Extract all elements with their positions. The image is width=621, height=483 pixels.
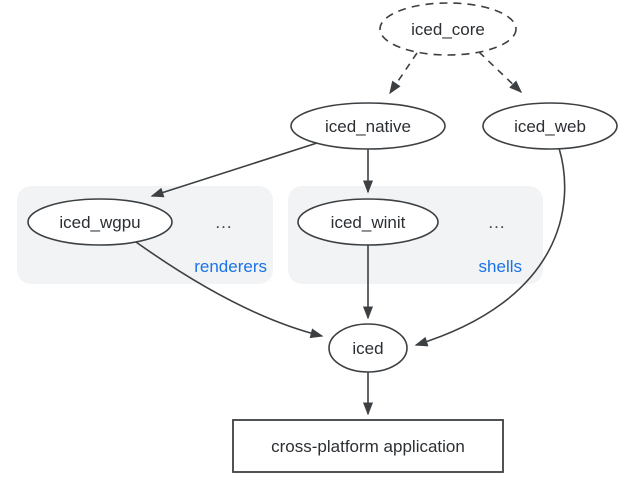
node-application	[232, 419, 504, 473]
node-iced-native	[290, 102, 446, 150]
group-shells-label: shells	[479, 257, 522, 276]
edge-iced_wgpu-iced	[135, 241, 324, 339]
node-iced-web	[482, 102, 618, 150]
renderers-ellipsis: ...	[215, 213, 232, 232]
edge-iced_core-iced_web	[478, 51, 523, 94]
node-iced-core	[379, 2, 517, 56]
node-iced-core-label: iced_core	[411, 20, 485, 39]
node-iced-web-label: iced_web	[514, 117, 586, 136]
node-application-label: cross-platform application	[271, 437, 465, 456]
group-renderers-label: renderers	[194, 257, 267, 276]
node-iced-winit	[297, 198, 439, 246]
node-iced	[328, 323, 408, 373]
edge-iced_web-iced	[414, 147, 566, 347]
edge-iced_native-iced_wgpu	[150, 142, 318, 198]
node-iced-native-label: iced_native	[325, 117, 411, 136]
edge-iced_core-iced_native	[389, 52, 418, 95]
shells-ellipsis: ...	[488, 213, 505, 232]
node-iced-winit-label: iced_winit	[331, 213, 406, 232]
node-iced-wgpu-label: iced_wgpu	[59, 213, 140, 232]
node-iced-label: iced	[352, 339, 383, 358]
node-iced-wgpu	[27, 198, 173, 246]
